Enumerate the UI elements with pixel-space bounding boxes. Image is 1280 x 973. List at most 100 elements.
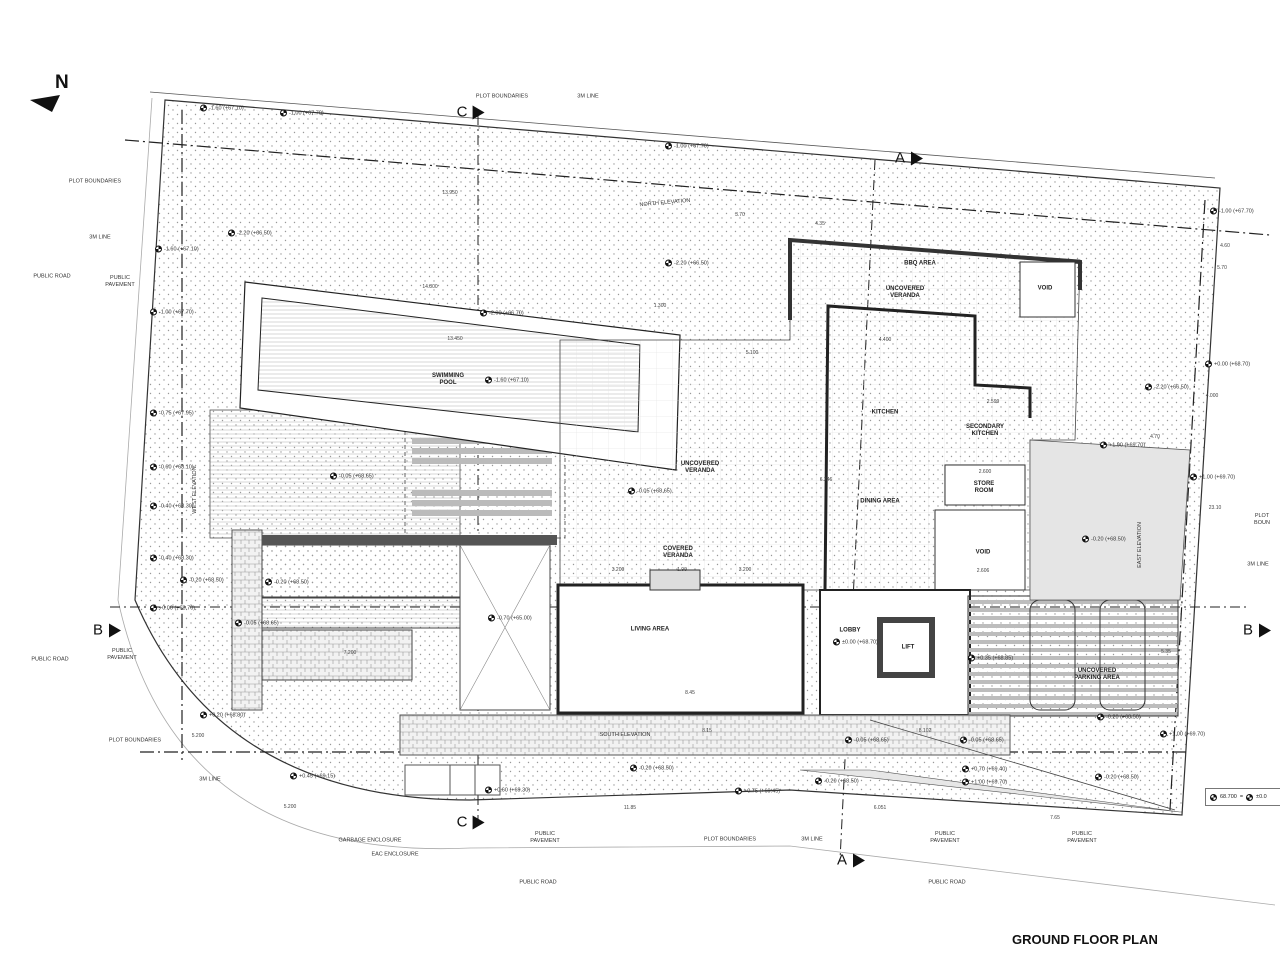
elevation-marker: SOUTH ELEVATION [599,732,651,738]
level-marker: -0.40 (+68.30) [150,554,194,562]
dimension-label: 5.100 [745,350,759,356]
level-value: -1.60 (+67.10) [494,377,529,383]
void-room [934,509,1026,591]
level-marker: +0.60 (+69.30) [485,786,531,794]
level-marker-icon [1160,730,1167,738]
level-marker-icon [280,109,287,117]
garbage-enclosure [404,764,501,796]
level-value: -2.20 (+66.50) [1154,384,1189,390]
dimension-label: 3.200 [611,567,625,573]
level-value: -0.05 (+68.65) [854,737,889,743]
level-marker: -2.20 (+66.50) [665,259,709,267]
level-marker: -1.00 (+67.70) [280,109,324,117]
level-marker-icon [665,142,672,150]
level-marker: -1.00 (+67.70) [150,308,194,316]
level-marker: +0.45 (+69.15) [290,772,335,780]
room-label: UNCOVERED PARKING AREA [1074,668,1120,681]
dimension-label: 5.70 [1217,265,1227,271]
level-marker-icon [228,229,235,237]
dimension-label: 2.599 [986,399,1000,405]
level-value: -1.00 (+67.70) [1219,208,1254,214]
parking-area [967,595,1179,717]
plan-annotation: PUBLIC ROAD [928,879,966,886]
dimension-label: 6.051 [873,805,887,811]
living-walls [556,583,805,715]
level-value: +1.00 (+69.70) [971,779,1008,785]
level-marker: -2.20 (+66.50) [1145,383,1189,391]
section-arrow-icon [910,151,923,166]
level-value: +0.00 (+68.70) [159,605,196,611]
plan-annotation: PLOT BOUNDARIES [68,178,122,185]
level-marker-icon [968,654,975,662]
level-marker: -0.20 (+68.50) [180,576,224,584]
level-marker-icon [1082,535,1089,543]
level-marker-icon [628,487,635,495]
bbq-walls [788,237,1082,320]
plan-annotation: PUBLIC ROAD [33,273,71,280]
level-value: +0.75 (+69.45) [744,788,781,794]
level-marker: -0.05 (+68.65) [845,736,889,744]
level-marker: +0.00 (+68.70) [150,604,196,612]
level-marker: +0.35 (+68.85) [968,654,1013,662]
plan-annotation: GARBAGE ENCLOSURE [338,837,402,844]
elevation-marker: EAST ELEVATION [1137,522,1143,568]
level-marker-icon [150,463,157,471]
room-label: DINING AREA [860,498,900,505]
level-value: -1.60 (+67.10) [209,105,244,111]
dimension-label: 2.606 [976,568,990,574]
dimension-label: 23.10 [1208,505,1222,511]
plan-annotation: PUBLIC PAVEMENT [107,648,137,661]
level-value: -0.60 (+68.10) [159,464,194,470]
level-value: -0.20 (+68.50) [274,579,309,585]
east-yard [1029,439,1191,601]
level-marker-icon [290,772,297,780]
level-value: -0.40 (+68.30) [159,555,194,561]
level-marker-icon [1145,383,1152,391]
legend-equals: = [1239,794,1244,800]
dimension-label: 4.35 [815,221,825,227]
level-value: -0.20 (+68.50) [1106,714,1141,720]
section-arrow-icon [472,105,485,120]
level-value: -0.05 (+68.65) [637,488,672,494]
room-label: SECONDARY KITCHEN [965,424,1005,437]
level-marker: -0.20 (+68.50) [1097,713,1141,721]
section-arrow-icon [852,853,865,868]
level-marker-icon [488,614,495,622]
level-marker: -1.00 (+67.70) [1210,207,1254,215]
pavement-edge [117,97,1276,906]
level-marker-icon [200,711,207,719]
section-marker: C [457,104,485,121]
dimension-label: 14.800 [422,284,438,290]
level-marker-icon [815,777,822,785]
section-marker: A [837,852,865,869]
room-label: UNCOVERED VERANDA [885,286,925,299]
level-marker: +0.75 (+69.45) [735,787,781,795]
level-marker-icon [200,104,207,112]
dimension-label: 2.600 [978,469,992,475]
level-marker: -0.75 (+67.95) [150,409,194,417]
level-marker-icon [180,576,187,584]
fireplace [649,569,701,591]
room-label: UNCOVERED VERANDA [680,461,720,474]
level-value: -2.20 (+66.50) [237,230,272,236]
dimension-label: 8.15 [702,728,712,734]
section-marker: B [1243,622,1271,639]
dimension-label: 7.200 [343,650,357,656]
dimension-label: 4.400 [878,337,892,343]
level-marker: -0.20 (+68.50) [265,578,309,586]
level-value: -0.20 (+68.50) [1104,774,1139,780]
level-marker-icon [1210,207,1217,215]
level-marker: -1.60 (+67.10) [485,376,529,384]
level-marker-icon [833,638,840,646]
level-value: -0.05 (+68.65) [969,737,1004,743]
level-value: +0.60 (+69.30) [494,787,531,793]
dimension-label: 5.200 [283,804,297,810]
level-marker-icon [235,619,242,627]
level-marker-icon [150,308,157,316]
dimension-label: 3.200 [738,567,752,573]
plan-annotation: PLOT BOUNDARIES [108,737,162,744]
level-value: -2.20 (+66.50) [674,260,709,266]
level-value: -0.20 (+68.50) [1091,536,1126,542]
stone-paving [399,714,1011,756]
